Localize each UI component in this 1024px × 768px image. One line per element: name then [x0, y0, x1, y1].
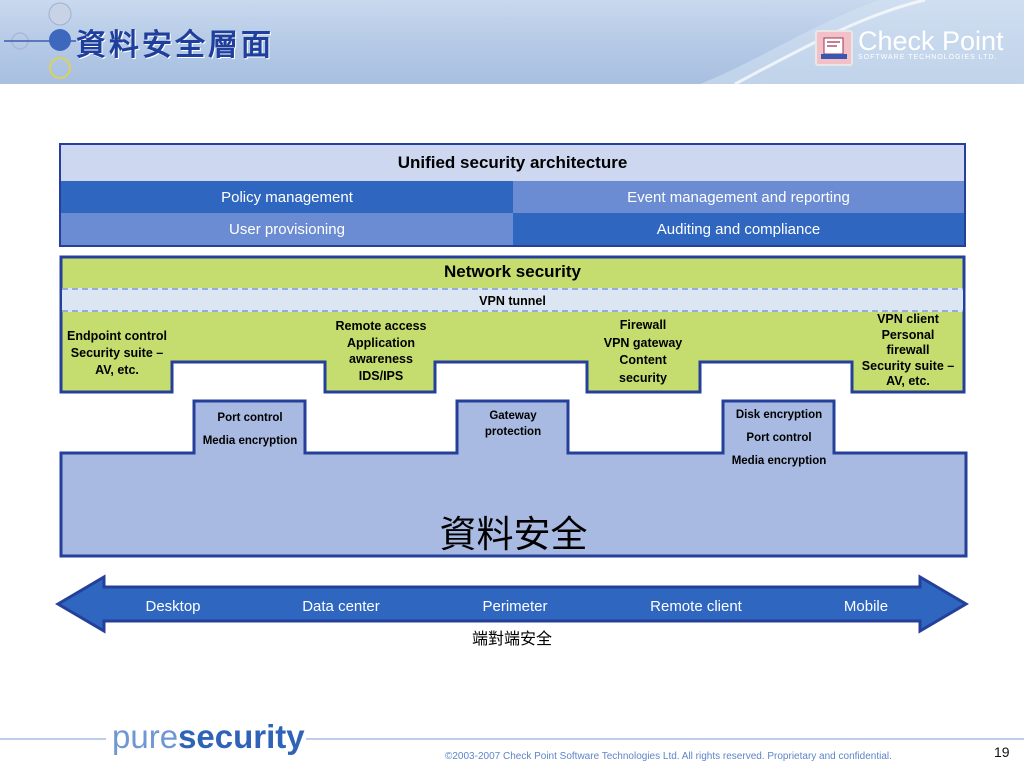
slide-title: 資料安全層面: [76, 28, 274, 63]
event-management-cell: Event management and reporting: [513, 181, 964, 213]
network-security-title: Network security: [444, 262, 581, 281]
data-security-shape: [59, 399, 968, 558]
auditing-compliance-cell: Auditing and compliance: [513, 213, 964, 245]
logo-name: Check Point: [858, 26, 1004, 56]
endpoint-mobile: Mobile: [843, 597, 889, 615]
gateway-protection-text: Gateway protection: [484, 410, 542, 438]
header-decoration: [4, 0, 1024, 84]
slide-header: 資料安全層面 Check Point SOFTWARE TECHNOLOGIES…: [0, 0, 1024, 84]
page-number: 19: [994, 744, 1010, 760]
endpoint-perimeter: Perimeter: [482, 597, 548, 615]
endpoint-arrow: [55, 574, 969, 634]
vpn-tunnel-band: [62, 288, 963, 312]
check-point-logo-icon: [815, 30, 853, 66]
copyright-text: ©2003-2007 Check Point Software Technolo…: [445, 751, 892, 762]
vpn-tunnel-label: VPN tunnel: [479, 294, 546, 308]
endpoint-control-text: Endpoint control Security suite – AV, et…: [67, 329, 167, 377]
remote-access-text: Remote access Application awareness IDS/…: [335, 319, 427, 383]
unified-security-title: Unified security architecture: [397, 153, 628, 172]
user-provisioning-cell: User provisioning: [61, 213, 513, 245]
endpoint-desktop: Desktop: [145, 597, 201, 615]
endpoint-remote-client: Remote client: [650, 597, 742, 615]
policy-management-cell: Policy management: [61, 181, 513, 213]
port-media-text: Port control Media encryption: [202, 412, 298, 447]
gateway-security-text: Firewall VPN gateway Content security: [603, 318, 683, 385]
puresecurity-brand: puresecurity: [112, 718, 305, 755]
endpoint-data-center: Data center: [302, 597, 380, 615]
data-security-label: 資料安全: [439, 513, 588, 556]
end-to-end-caption: 端對端安全: [471, 629, 552, 648]
disk-encryption-text: Disk encryption Port control Media encry…: [731, 409, 827, 467]
vpn-client-text: VPN client Personal firewall Security su…: [861, 312, 955, 388]
circle-ornament-icon: [48, 2, 72, 26]
logo-subtitle: SOFTWARE TECHNOLOGIES LTD.: [858, 54, 998, 61]
